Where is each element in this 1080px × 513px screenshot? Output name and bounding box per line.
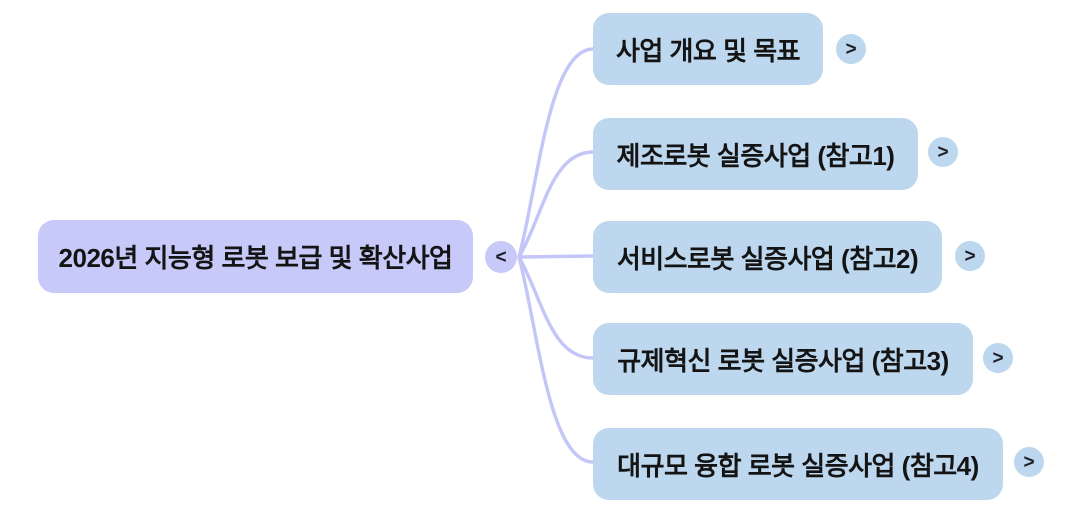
expand-button-child-1[interactable]: > xyxy=(836,34,866,64)
child-node-label: 사업 개요 및 목표 xyxy=(615,35,801,66)
collapse-chevron-icon: < xyxy=(495,246,507,268)
expand-chevron-icon: > xyxy=(1023,451,1035,473)
root-collapse-button[interactable]: < xyxy=(485,241,517,273)
expand-button-child-4[interactable]: > xyxy=(983,343,1013,373)
root-node[interactable]: 2026년 지능형 로봇 보급 및 확산사업 xyxy=(38,220,473,293)
child-node-label: 규제혁신 로봇 실증사업 (참고3) xyxy=(617,345,949,376)
edge-root-child-2 xyxy=(517,150,595,259)
expand-chevron-icon: > xyxy=(845,38,857,60)
expand-chevron-icon: > xyxy=(992,347,1004,369)
root-node-label: 2026년 지능형 로봇 보급 및 확산사업 xyxy=(58,243,453,273)
edge-root-child-1 xyxy=(517,47,595,259)
expand-button-child-5[interactable]: > xyxy=(1014,447,1044,477)
child-node-large-scale-convergence-robot[interactable]: 대규모 융합 로봇 실증사업 (참고4) xyxy=(593,428,1003,500)
child-node-label: 제조로봇 실증사업 (참고1) xyxy=(616,140,895,171)
expand-chevron-icon: > xyxy=(964,245,976,267)
child-node-label: 서비스로봇 실증사업 (참고2) xyxy=(616,243,919,274)
child-node-regulation-innovation-robot[interactable]: 규제혁신 로봇 실증사업 (참고3) xyxy=(593,323,973,395)
child-node-label: 대규모 융합 로봇 실증사업 (참고4) xyxy=(617,450,979,481)
edge-root-child-3 xyxy=(517,254,595,259)
child-node-manufacturing-robot[interactable]: 제조로봇 실증사업 (참고1) xyxy=(593,118,918,190)
child-node-service-robot[interactable]: 서비스로봇 실증사업 (참고2) xyxy=(593,221,942,293)
expand-button-child-2[interactable]: > xyxy=(928,137,958,167)
expand-button-child-3[interactable]: > xyxy=(955,241,985,271)
edge-root-child-5 xyxy=(517,255,595,464)
expand-chevron-icon: > xyxy=(937,141,949,163)
edge-root-child-4 xyxy=(517,255,595,360)
child-node-overview[interactable]: 사업 개요 및 목표 xyxy=(593,13,823,85)
